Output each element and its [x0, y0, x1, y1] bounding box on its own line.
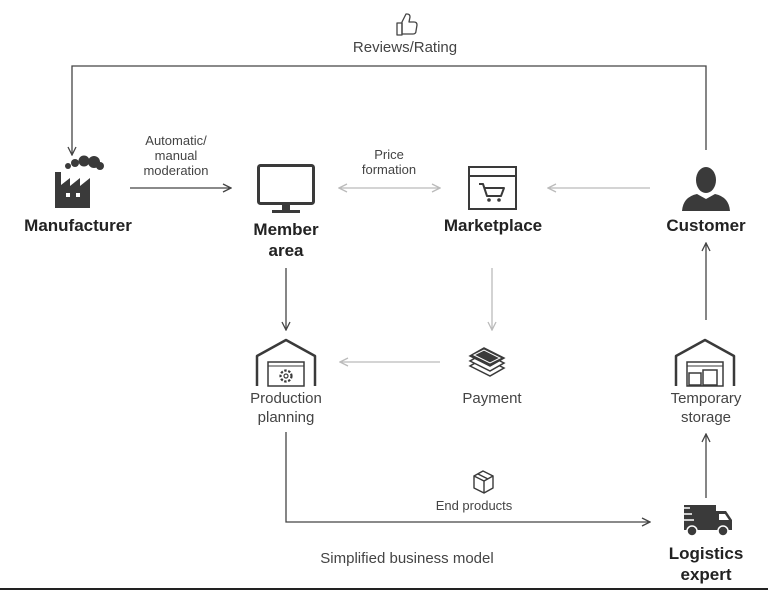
logistics-expert-line-1: Logistics: [668, 544, 744, 563]
price-formation-line-2: formation: [361, 162, 417, 177]
thumbs-up-icon: [396, 13, 418, 36]
logistics-expert-label: Logistics expert: [646, 543, 766, 585]
production-planning-line-2: planning: [257, 409, 315, 426]
production-planning-line-1: Production: [250, 390, 322, 407]
end-products-connector: [285, 432, 650, 522]
moderation-label: Automatic/ manual moderation: [120, 133, 232, 178]
member-area-line-1: Member: [253, 220, 319, 239]
marketplace-label: Marketplace: [443, 216, 543, 235]
warehouse-boxes-icon: [674, 338, 736, 387]
payment-label: Payment: [462, 390, 522, 407]
manufacturer-label: Manufacturer: [24, 216, 132, 235]
monitor-icon: [257, 164, 315, 213]
bottom-divider: [0, 588, 768, 590]
member-area-label: Member area: [236, 219, 336, 261]
factory-icon: [55, 155, 104, 208]
logistics-expert-line-2: expert: [680, 565, 732, 584]
package-icon: [473, 470, 494, 494]
caption: Simplified business model: [320, 550, 494, 567]
price-formation-line-1: Price: [374, 147, 404, 162]
moderation-line-3: moderation: [143, 163, 209, 178]
shopping-cart-icon: [468, 166, 517, 210]
reviews-rating-label: Reviews/Rating: [352, 39, 458, 56]
temporary-storage-label: Temporary storage: [646, 389, 766, 427]
reviews-connector: [72, 65, 707, 155]
warehouse-gear-icon: [255, 338, 317, 387]
temporary-storage-line-1: Temporary: [670, 390, 742, 407]
delivery-truck-icon: [675, 505, 732, 537]
production-planning-label: Production planning: [226, 389, 346, 427]
customer-label: Customer: [666, 216, 746, 235]
end-products-label: End products: [435, 498, 513, 513]
temporary-storage-line-2: storage: [680, 409, 732, 426]
moderation-line-1: Automatic/: [145, 133, 207, 148]
price-formation-label: Price formation: [340, 147, 438, 177]
money-stack-icon: [468, 347, 506, 377]
customer-person-icon: [682, 167, 730, 211]
member-area-line-2: area: [268, 241, 304, 260]
moderation-line-2: manual: [154, 148, 198, 163]
